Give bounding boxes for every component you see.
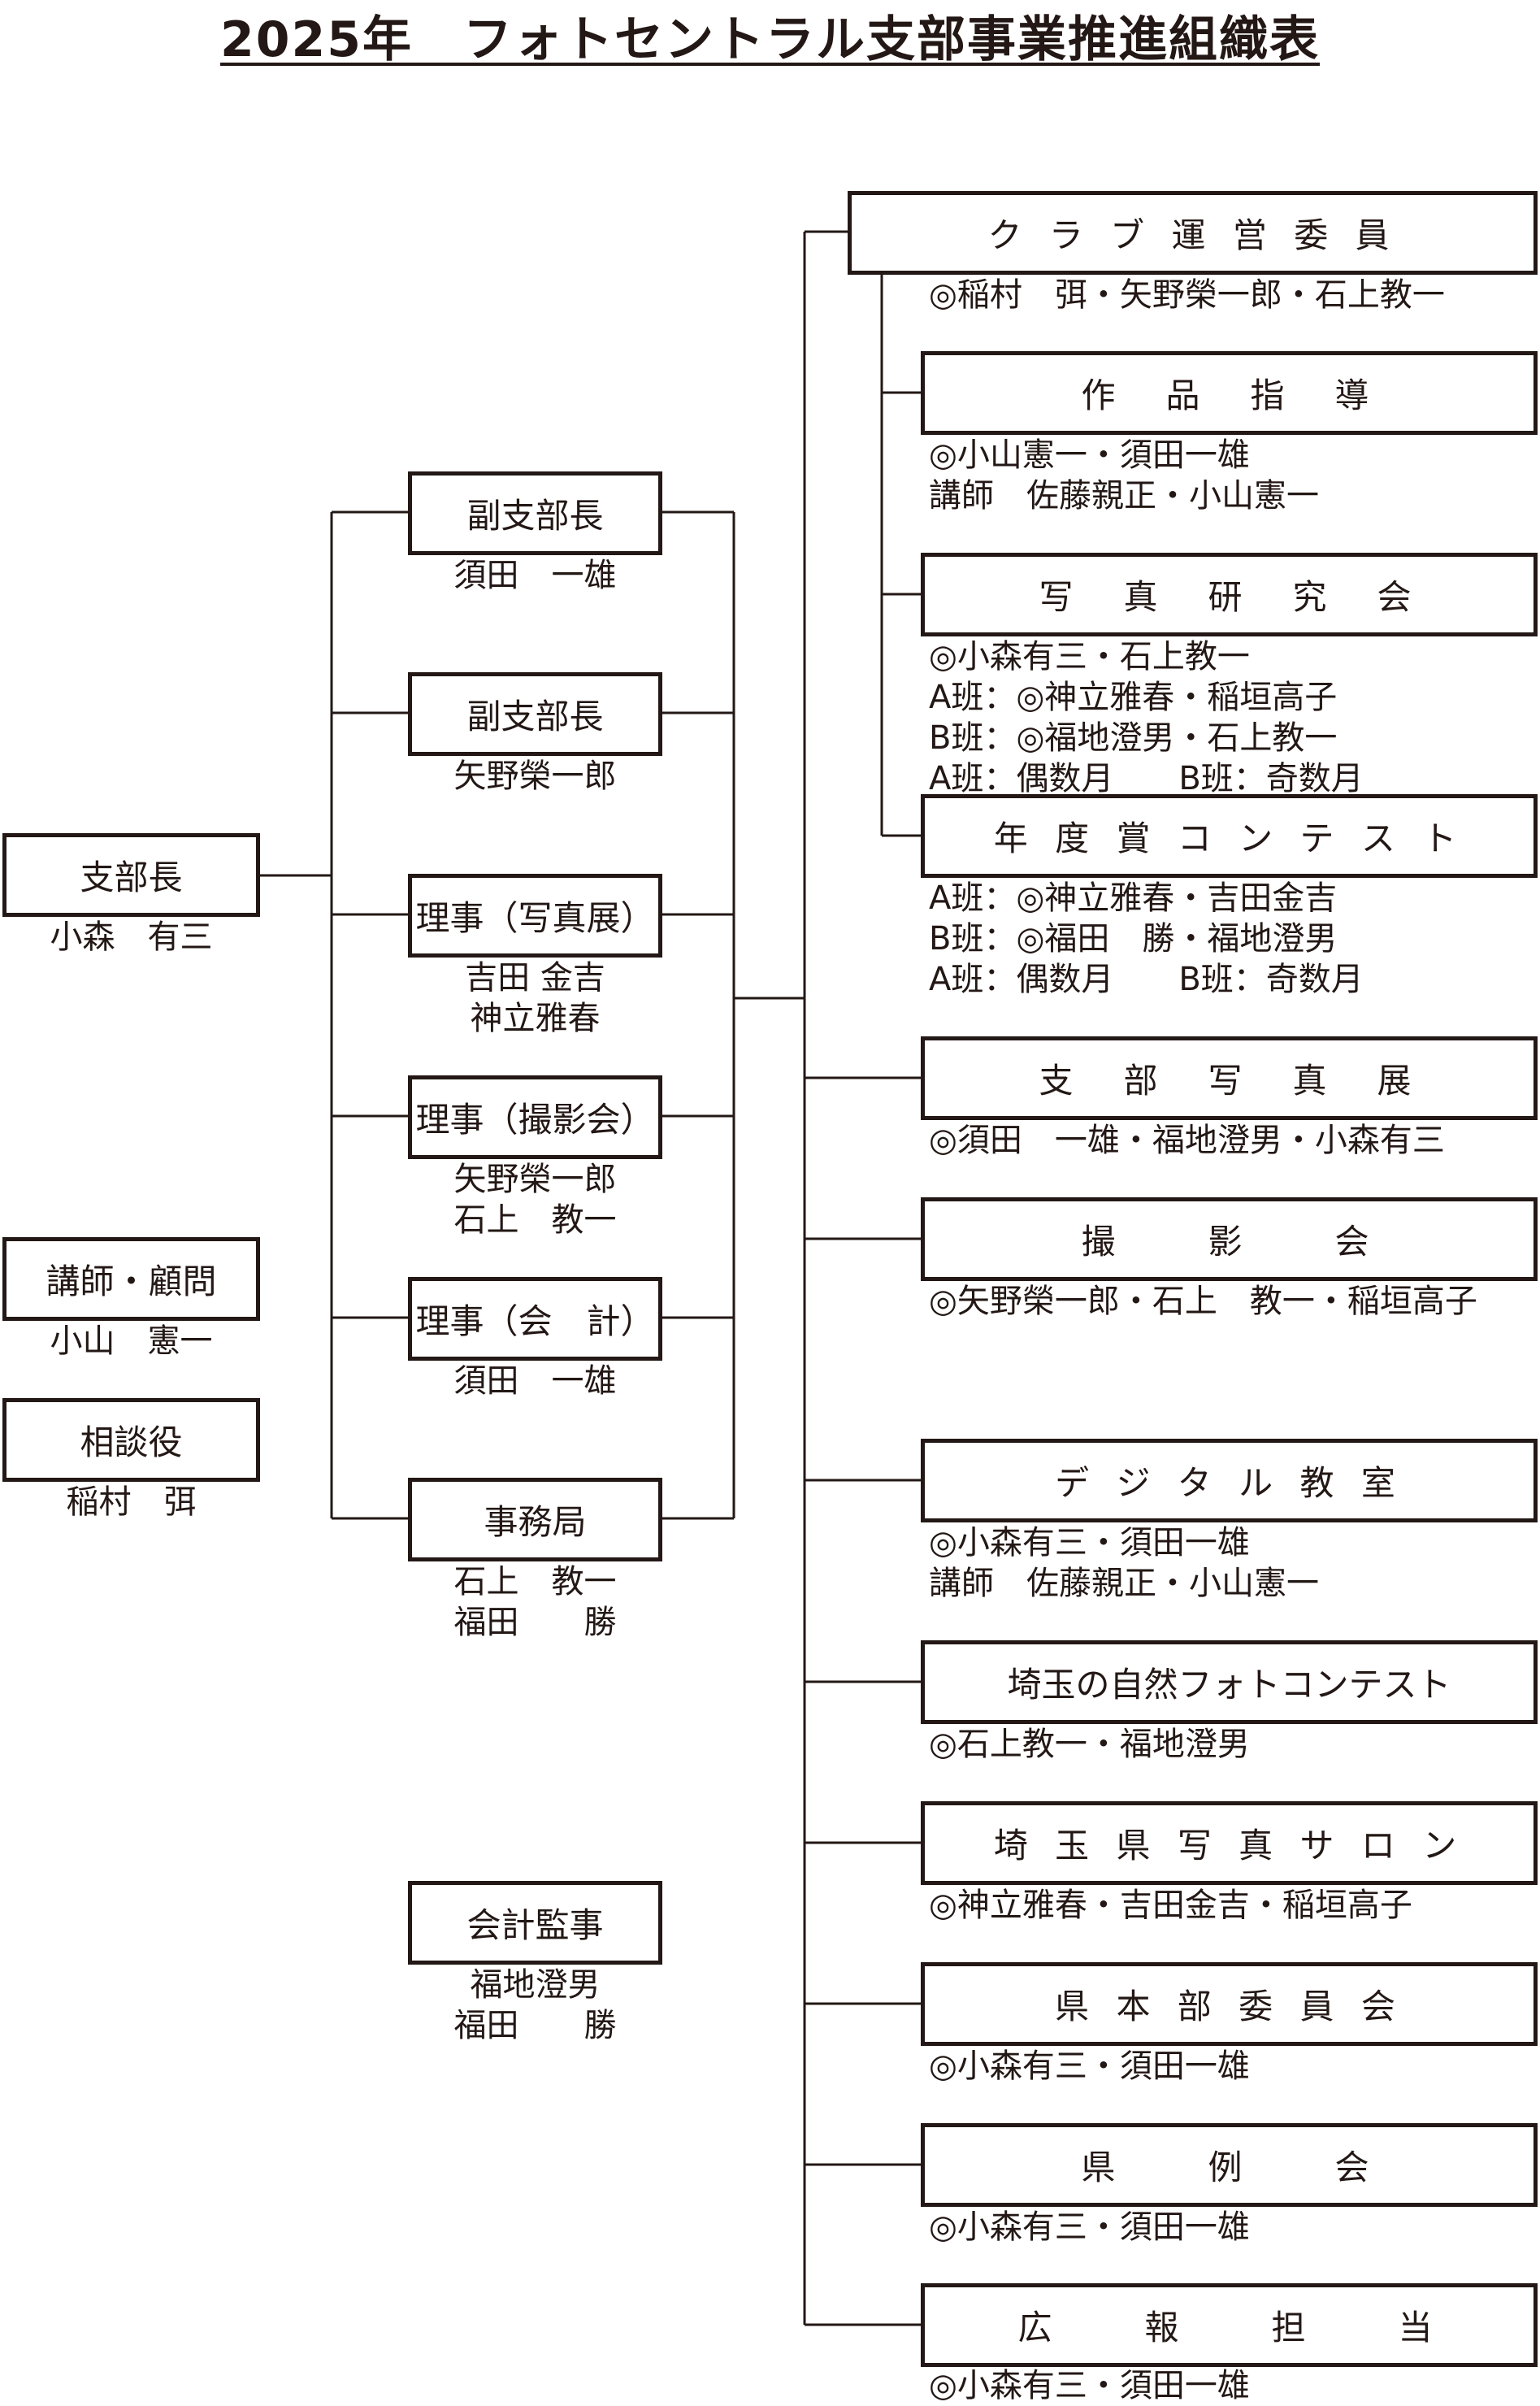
committee-label: 広 報 担 当 bbox=[1017, 2308, 1441, 2347]
committee-label: ク ラ ブ 運 営 委 員 bbox=[987, 215, 1398, 255]
committee-label: 作 品 指 導 bbox=[1081, 376, 1377, 415]
committee-names: ◎神立雅春・吉田金吉・稲垣高子 bbox=[929, 1887, 1412, 1924]
officer-label: 副支部長 bbox=[466, 697, 604, 736]
committee-names: ◎矢野榮一郎・石上 教一・稲垣高子 bbox=[929, 1283, 1477, 1320]
committee-box-work-guidance: 作 品 指 導 bbox=[921, 351, 1538, 435]
committee-label: 埼玉の自然フォトコンテスト bbox=[1007, 1665, 1451, 1705]
officer-names: 石上 教一 福田 勝 bbox=[453, 1563, 617, 1641]
committee-label: 写 真 研 究 会 bbox=[1039, 577, 1420, 617]
officer-box-photo-session: 理事（撮影会） bbox=[408, 1075, 662, 1159]
committee-names: ◎石上教一・福地澄男 bbox=[929, 1726, 1250, 1763]
committee-names: ◎小森有三・須田一雄 bbox=[929, 2208, 1250, 2246]
committee-names: ◎小森有三・須田一雄 bbox=[929, 2048, 1250, 2085]
committee-box-digital-class: デ ジ タ ル 教 室 bbox=[921, 1439, 1538, 1522]
committee-names: ◎小森有三・石上教一 A班：◎神立雅春・稲垣高子 B班：◎福地澄男・石上教一 A… bbox=[929, 638, 1364, 797]
committee-names: ◎小山憲一・須田一雄 講師 佐藤親正・小山憲一 bbox=[929, 436, 1319, 515]
committee-box-prefecture-committee: 県 本 部 委 員 会 bbox=[921, 1962, 1538, 2046]
committee-names: ◎小森有三・須田一雄 bbox=[929, 2367, 1250, 2404]
committee-label: 年 度 賞 コ ン テ ス ト bbox=[993, 819, 1465, 858]
committee-label: 県 例 会 bbox=[1081, 2148, 1377, 2187]
committee-names: ◎須田 一雄・福地澄男・小森有三 bbox=[929, 1122, 1445, 1159]
auditor-label: 会計監事 bbox=[466, 1905, 604, 1945]
advisor-box: 講師・顧問 bbox=[2, 1237, 260, 1321]
advisor-names: 小山 憲一 bbox=[50, 1322, 213, 1360]
chart-title-text: 2025年 フォトセントラル支部事業推進組織表 bbox=[220, 11, 1320, 68]
committee-box-photo-salon: 埼 玉 県 写 真 サ ロ ン bbox=[921, 1801, 1538, 1885]
committee-box-nature-contest: 埼玉の自然フォトコンテスト bbox=[921, 1640, 1538, 1724]
officer-box-secretariat: 事務局 bbox=[408, 1478, 662, 1561]
officer-label: 事務局 bbox=[484, 1502, 587, 1542]
advisor-label: 講師・顧問 bbox=[46, 1262, 217, 1301]
committee-names: ◎稲村 弭・矢野榮一郎・石上教一 bbox=[929, 276, 1445, 314]
consultant-label: 相談役 bbox=[80, 1422, 183, 1462]
committee-box-photo-study: 写 真 研 究 会 bbox=[921, 553, 1538, 636]
auditor-names: 福地澄男 福田 勝 bbox=[453, 1966, 617, 2044]
branch-head-label: 支部長 bbox=[80, 858, 183, 897]
committee-box-branch-exhibition: 支 部 写 真 展 bbox=[921, 1036, 1538, 1120]
branch-head-box: 支部長 bbox=[2, 833, 260, 917]
officer-label: 理事（撮影会） bbox=[415, 1100, 655, 1140]
chart-title: 2025年 フォトセントラル支部事業推進組織表 bbox=[0, 0, 1540, 71]
branch-head-names: 小森 有三 bbox=[50, 919, 213, 956]
committee-label: 埼 玉 県 写 真 サ ロ ン bbox=[993, 1826, 1465, 1865]
committee-label: デ ジ タ ル 教 室 bbox=[1055, 1463, 1403, 1503]
committee-box-annual-contest: 年 度 賞 コ ン テ ス ト bbox=[921, 794, 1538, 878]
officer-names: 須田 一雄 bbox=[453, 557, 617, 594]
auditor-box: 会計監事 bbox=[408, 1881, 662, 1965]
officer-box-vice-2: 副支部長 bbox=[408, 672, 662, 756]
officer-names: 矢野榮一郎 石上 教一 bbox=[453, 1161, 617, 1239]
committee-box-club-management: ク ラ ブ 運 営 委 員 bbox=[848, 191, 1538, 275]
officer-names: 須田 一雄 bbox=[453, 1362, 617, 1400]
officer-label: 理事（写真展） bbox=[415, 898, 655, 938]
officer-names: 吉田 金吉 神立雅春 bbox=[465, 959, 605, 1037]
committee-label: 撮 影 会 bbox=[1081, 1222, 1377, 1262]
committee-box-photo-session: 撮 影 会 bbox=[921, 1197, 1538, 1281]
consultant-names: 稲村 弭 bbox=[66, 1483, 197, 1521]
committee-names: A班：◎神立雅春・吉田金吉 B班：◎福田 勝・福地澄男 A班：偶数月 B班：奇数… bbox=[929, 879, 1364, 998]
committee-label: 支 部 写 真 展 bbox=[1039, 1061, 1420, 1101]
officer-box-exhibition: 理事（写真展） bbox=[408, 874, 662, 958]
officer-names: 矢野榮一郎 bbox=[453, 758, 617, 795]
committee-box-prefecture-meeting: 県 例 会 bbox=[921, 2123, 1538, 2207]
consultant-box: 相談役 bbox=[2, 1398, 260, 1482]
officer-label: 副支部長 bbox=[466, 496, 604, 536]
officer-label: 理事（会 計） bbox=[415, 1301, 655, 1341]
committee-names: ◎小森有三・須田一雄 講師 佐藤親正・小山憲一 bbox=[929, 1524, 1319, 1602]
committee-label: 県 本 部 委 員 会 bbox=[1055, 1987, 1403, 2026]
committee-box-public-relations: 広 報 担 当 bbox=[921, 2283, 1538, 2367]
officer-box-vice-1: 副支部長 bbox=[408, 471, 662, 555]
officer-box-accounting: 理事（会 計） bbox=[408, 1277, 662, 1361]
